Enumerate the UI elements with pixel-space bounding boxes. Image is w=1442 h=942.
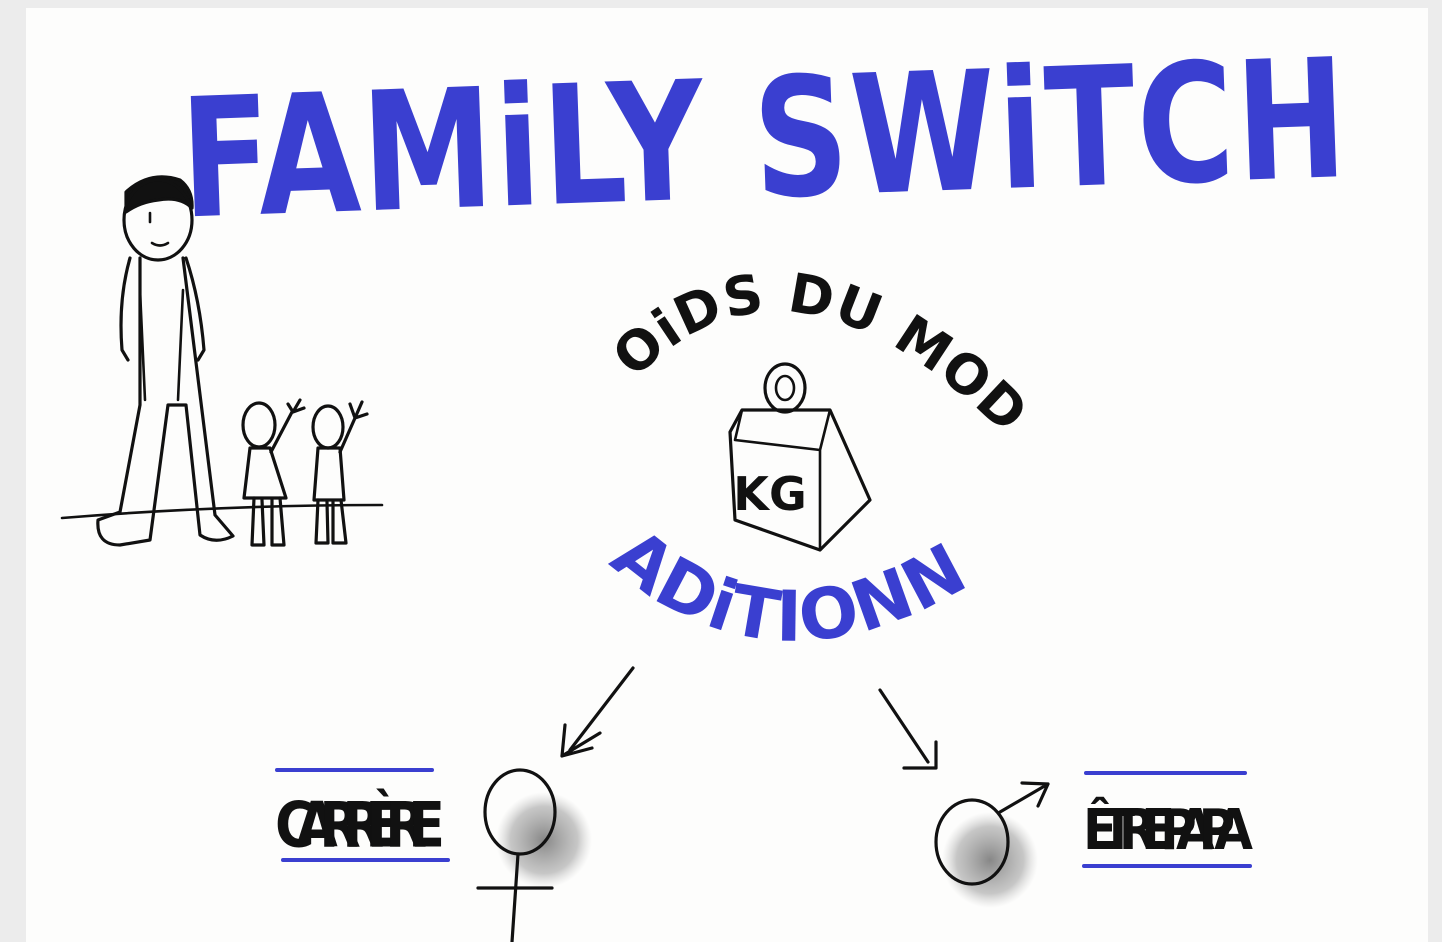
children-figures	[241, 398, 369, 547]
title: FAMiLY SWiTCH	[178, 24, 1352, 257]
right-branch-label: ÊTRE PAPA	[1083, 796, 1253, 862]
arrow-left-icon	[560, 666, 635, 758]
male-symbol-icon	[934, 781, 1050, 908]
female-symbol-icon	[476, 768, 592, 942]
left-branch-label: CARRIÈRE	[275, 788, 445, 862]
weight-icon	[728, 362, 872, 552]
adult-figure	[96, 175, 235, 547]
ground-line	[60, 503, 384, 520]
weight-label: KG	[733, 467, 806, 521]
arrow-right-icon	[878, 688, 938, 770]
whiteboard-canvas	[26, 8, 1428, 942]
